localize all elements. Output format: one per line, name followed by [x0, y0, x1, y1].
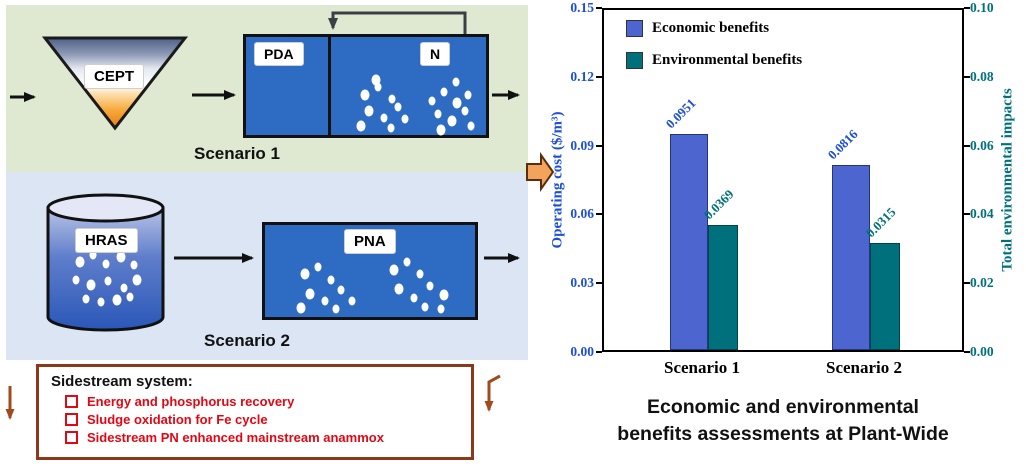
legend-item: Economic benefits: [626, 20, 802, 37]
hras-cylinder-body: [46, 206, 165, 332]
bar-group-scenario-2: 0.0816 0.0315: [825, 126, 900, 350]
right-axis-tick-label: 0.08: [970, 68, 994, 84]
sidestream-item: Sidestream PN enhanced mainstream anammo…: [65, 430, 471, 445]
pna-bubbles: [296, 257, 449, 314]
legend-swatch-icon: [626, 20, 643, 37]
bar-group-scenario-1: 0.0951 0.0369: [663, 95, 738, 350]
hras-cylinder-top: [46, 193, 165, 223]
sidestream-box: Sidestream system: Energy and phosphorus…: [36, 364, 474, 460]
reactor-divider: [328, 37, 331, 135]
sidestream-item-text: Sidestream PN enhanced mainstream anammo…: [87, 430, 384, 445]
reactor1-bubbles: [356, 74, 475, 136]
left-axis-tick-label: 0.03: [570, 275, 594, 291]
sidestream-right-arrow: [484, 374, 501, 412]
scenario2-caption: Scenario 2: [204, 331, 290, 350]
bar-value-label: 0.0951: [662, 95, 699, 132]
sidestream-item: Energy and phosphorus recovery: [65, 394, 471, 409]
diagram-to-chart-arrow: [526, 151, 555, 193]
sidestream-title: Sidestream system:: [51, 373, 193, 390]
bar-economic-scenario-2: 0.0816: [825, 126, 870, 350]
sidestream-item-text: Sludge oxidation for Fe cycle: [87, 412, 268, 427]
cept-label: CEPT: [84, 64, 145, 90]
process-diagram: CEPT PDA N HRAS PNA Scenario 1 Scenario …: [5, 5, 555, 460]
bar-economic-scenario-1: 0.0951: [663, 95, 708, 350]
left-axis-tick-label: 0.09: [570, 137, 594, 153]
recycle-pipe-arrow: [328, 11, 467, 34]
right-axis-tick-mark: [964, 351, 970, 353]
right-axis-tick-mark: [964, 75, 970, 78]
left-axis-title: Operating cost ($/m³): [549, 111, 566, 249]
scenario1-caption: Scenario 1: [194, 144, 280, 163]
pna-label: PNA: [344, 229, 396, 255]
right-axis-tick-label: 0.02: [970, 275, 994, 291]
chart-caption: Economic and environmental benefits asse…: [540, 394, 1026, 449]
x-axis-category-label: Scenario 2: [825, 358, 903, 377]
pda-label: PDA: [254, 42, 304, 67]
legend-swatch-icon: [626, 52, 643, 69]
bar-environmental-scenario-2: 0.0315: [863, 204, 900, 350]
left-axis-tick-label: 0.12: [570, 68, 594, 84]
right-axis-tick-mark: [964, 7, 970, 9]
right-axis-tick-mark: [964, 282, 970, 285]
checkbox-bullet-icon: [65, 395, 78, 408]
right-axis-tick-label: 0.10: [970, 0, 994, 15]
left-axis-tick-label: 0.15: [570, 0, 594, 15]
right-axis-tick-label: 0.00: [970, 344, 994, 359]
right-axis-title: Total environmental impacts: [999, 88, 1016, 272]
sidestream-item-text: Energy and phosphorus recovery: [87, 394, 295, 409]
hras-label: HRAS: [75, 228, 138, 254]
legend-item: Environmental benefits: [626, 52, 802, 69]
hras-bubbles: [72, 250, 142, 307]
n-label: N: [420, 42, 451, 67]
legend-label: Economic benefits: [652, 20, 770, 36]
bar-value-label: 0.0816: [824, 126, 861, 163]
caption-line2: benefits assessments at Plant-Wide: [617, 423, 949, 446]
legend-label: Environmental benefits: [652, 52, 803, 68]
sidestream-item: Sludge oxidation for Fe cycle: [65, 412, 471, 427]
right-axis-tick-mark: [964, 213, 970, 216]
caption-line1: Economic and environmental: [647, 396, 919, 418]
checkbox-bullet-icon: [65, 431, 78, 444]
checkbox-bullet-icon: [65, 413, 78, 426]
x-axis-category-label: Scenario 1: [663, 358, 741, 377]
bar-environmental-scenario-1: 0.0369: [701, 186, 738, 350]
left-axis-tick-label: 0.06: [570, 206, 594, 222]
bar-chart: Operating cost ($/m³) Total environmenta…: [540, 0, 1026, 467]
left-axis-tick-label: 0.00: [570, 344, 594, 359]
right-axis-tick-mark: [964, 144, 970, 147]
